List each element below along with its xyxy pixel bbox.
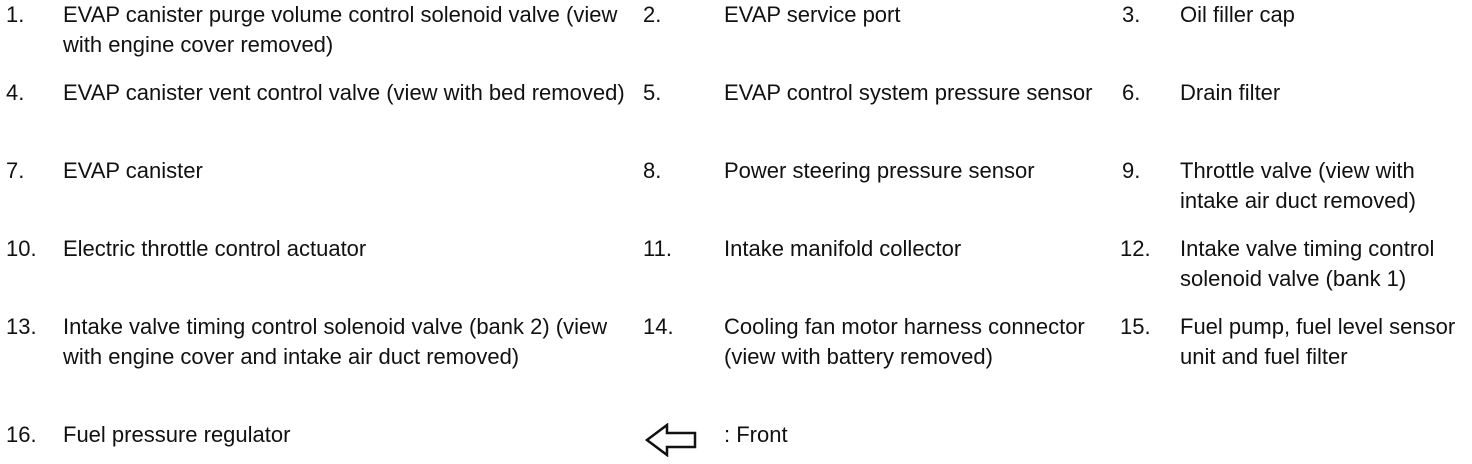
legend-item-number: 11.: [643, 236, 672, 261]
legend-item-text: EVAP canister vent control valve (view w…: [63, 80, 625, 105]
legend-item-text: Intake valve timing control solenoid val…: [63, 314, 608, 369]
legend-item-number: 2.: [643, 2, 662, 27]
legend-item-number: 4.: [6, 80, 25, 105]
legend-item-text: Intake valve timing control solenoid val…: [1180, 236, 1435, 291]
legend-item-text: Throttle valve (view with intake air duc…: [1180, 158, 1416, 213]
legend-item-text: Oil filler cap: [1180, 2, 1295, 27]
legend-item-number: 10.: [6, 236, 37, 261]
legend-item-text: Fuel pressure regulator: [63, 422, 291, 447]
legend-item-text: EVAP control system pressure sensor: [724, 80, 1093, 105]
legend-item-text: EVAP canister purge volume control solen…: [63, 2, 618, 57]
legend-item-text: Power steering pressure sensor: [724, 158, 1035, 183]
legend-item-text: Drain filter: [1180, 80, 1281, 105]
front-label: : Front: [724, 422, 788, 447]
legend-item-number: 8.: [643, 158, 662, 183]
legend-item-text: EVAP service port: [724, 2, 901, 27]
legend-item-number: 13.: [6, 314, 37, 339]
legend-item-text: Fuel pump, fuel level sensor unit and fu…: [1180, 314, 1456, 369]
legend-item-text: EVAP canister: [63, 158, 203, 183]
legend-item-text: Electric throttle control actuator: [63, 236, 367, 261]
legend-item-number: 14.: [643, 314, 674, 339]
legend-item-number: 7.: [6, 158, 25, 183]
legend-item-text: Intake manifold collector: [724, 236, 962, 261]
legend-item-number: 12.: [1120, 236, 1151, 261]
legend-item-number: 5.: [643, 80, 662, 105]
legend-item-number: 15.: [1120, 314, 1151, 339]
legend-item-text: Cooling fan motor harness connector (vie…: [724, 314, 1085, 369]
front-arrow-icon: [645, 423, 697, 457]
legend-item-number: 16.: [6, 422, 37, 447]
legend-item-number: 6.: [1122, 80, 1141, 105]
legend-item-number: 3.: [1122, 2, 1141, 27]
legend-item-number: 1.: [6, 2, 25, 27]
legend-item-number: 9.: [1122, 158, 1141, 183]
